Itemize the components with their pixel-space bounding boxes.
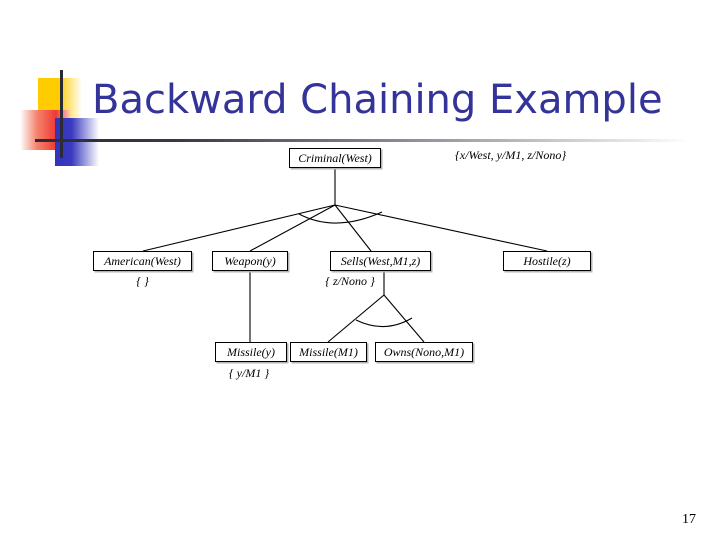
node-american[interactable]: American(West) — [93, 251, 192, 271]
edge-sells-missile-m1 — [327, 294, 385, 343]
substitution-missile: { y/M1 } — [228, 366, 270, 380]
root-binding-substitution: {x/West, y/M1, z/Nono} — [455, 148, 567, 162]
node-owns[interactable]: Owns(Nono,M1) — [375, 342, 473, 362]
edge-criminal-sells — [334, 204, 372, 252]
page-number: 17 — [682, 512, 696, 527]
node-label: Weapon(y) — [224, 254, 276, 268]
and-arc-sells — [355, 317, 413, 328]
node-sells[interactable]: Sells(West,M1,z) — [330, 251, 431, 271]
node-label: Owns(Nono,M1) — [383, 345, 465, 359]
edge-criminal-weapon — [249, 204, 336, 252]
node-label: Missile(M1) — [299, 345, 358, 359]
edge-criminal-hostile — [334, 204, 548, 252]
node-hostile[interactable]: Hostile(z) — [503, 251, 591, 271]
node-label: Hostile(z) — [523, 254, 571, 268]
node-criminal[interactable]: Criminal(West) — [289, 148, 381, 168]
substitution-sells: { z/Nono } — [325, 274, 375, 288]
and-arc-root — [298, 211, 383, 224]
edge-criminal-american — [142, 204, 336, 252]
node-label: Criminal(West) — [298, 151, 372, 165]
node-label: Missile(y) — [227, 345, 275, 359]
node-label: American(West) — [104, 254, 181, 268]
edge-sells-owns — [383, 294, 425, 343]
page-title: Backward Chaining Example — [92, 77, 663, 123]
substitution-american: { } — [136, 274, 149, 288]
node-missile-m1[interactable]: Missile(M1) — [290, 342, 367, 362]
node-label: Sells(West,M1,z) — [340, 254, 421, 268]
node-weapon[interactable]: Weapon(y) — [212, 251, 288, 271]
node-missile-y[interactable]: Missile(y) — [215, 342, 287, 362]
